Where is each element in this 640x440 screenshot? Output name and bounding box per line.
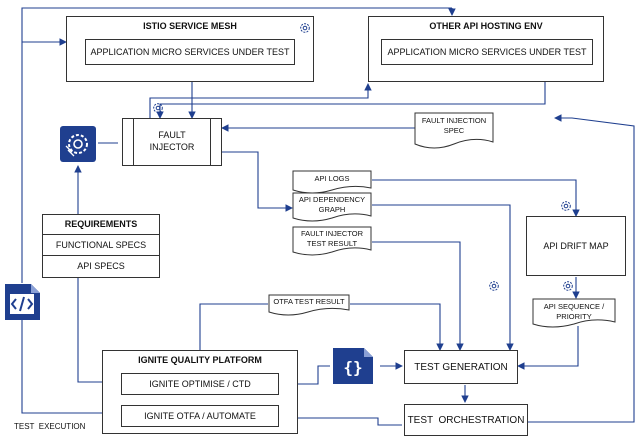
svg-text:{}: {}	[343, 358, 362, 377]
api-sequence-line2: PRIORITY	[556, 311, 592, 321]
gear-icon	[489, 281, 499, 291]
api-drift-map-label: API DRIFT MAP	[543, 240, 609, 251]
api-sequence-line1: API SEQUENCE /	[543, 301, 605, 311]
functional-specs-item: FUNCTIONAL SPECS	[43, 235, 159, 256]
fault-injection-spec-line1: FAULT INJECTION	[421, 115, 487, 125]
istio-title: ISTIO SERVICE MESH	[143, 20, 237, 31]
ignite-title: IGNITE QUALITY PLATFORM	[138, 354, 262, 365]
requirements-box: REQUIREMENTS FUNCTIONAL SPECS API SPECS	[42, 214, 160, 278]
ignite-platform-box: IGNITE QUALITY PLATFORM IGNITE OPTIMISE …	[102, 350, 298, 434]
api-sequence-priority-doc	[532, 298, 616, 328]
other-api-env-box: OTHER API HOSTING ENV APPLICATION MICRO …	[368, 16, 604, 82]
fault-injection-spec-line2: SPEC	[443, 125, 465, 135]
other-env-title: OTHER API HOSTING ENV	[429, 20, 543, 31]
fault-injector-test-result-line1: FAULT INJECTOR	[300, 228, 364, 238]
istio-service-mesh-box: ISTIO SERVICE MESH APPLICATION MICRO SER…	[66, 16, 314, 82]
ignite-optimise-label: IGNITE OPTIMISE / CTD	[149, 378, 251, 389]
gear-shield-icon	[60, 126, 96, 162]
fault-injector-test-result-line2: TEST RESULT	[306, 238, 358, 248]
test-generation-label: TEST GENERATION	[414, 361, 508, 373]
otfa-test-result-doc	[268, 294, 350, 316]
istio-microservices-label: APPLICATION MICRO SERVICES UNDER TEST	[90, 46, 290, 57]
other-env-microservices-box: APPLICATION MICRO SERVICES UNDER TEST	[381, 39, 593, 65]
api-logs-label: API LOGS	[314, 173, 350, 183]
api-drift-map-box: API DRIFT MAP	[526, 216, 626, 276]
test-orchestration-label: TEST ORCHESTRATION	[407, 414, 525, 426]
fault-injector-test-result-doc	[292, 226, 372, 256]
code-file-icon	[5, 284, 40, 320]
other-env-microservices-label: APPLICATION MICRO SERVICES UNDER TEST	[387, 46, 587, 57]
api-dependency-graph-line2: GRAPH	[318, 204, 346, 214]
test-generation-box: TEST GENERATION	[404, 350, 518, 384]
json-file-icon: {}	[333, 348, 373, 384]
ignite-otfa-label: IGNITE OTFA / AUTOMATE	[144, 410, 256, 421]
ignite-optimise-box: IGNITE OPTIMISE / CTD	[121, 373, 279, 395]
fault-injection-spec-doc	[414, 112, 494, 149]
gear-icon	[300, 23, 310, 33]
istio-microservices-box: APPLICATION MICRO SERVICES UNDER TEST	[85, 39, 295, 65]
api-specs-item: API SPECS	[77, 261, 125, 271]
api-dependency-graph-line1: API DEPENDENCY	[298, 194, 366, 204]
gear-icon	[153, 103, 163, 113]
requirements-title: REQUIREMENTS	[43, 215, 159, 235]
gear-icon	[563, 281, 573, 291]
fault-injector-line2: INJECTOR	[149, 141, 195, 152]
api-dependency-graph-doc	[292, 192, 372, 222]
otfa-test-result-label: OTFA TEST RESULT	[273, 296, 345, 306]
test-execution-line	[21, 318, 102, 414]
fault-injector-line1: FAULT	[158, 129, 186, 140]
ignite-otfa-box: IGNITE OTFA / AUTOMATE	[121, 405, 279, 427]
api-logs-doc	[292, 170, 372, 194]
test-orchestration-box: TEST ORCHESTRATION	[404, 404, 528, 436]
gear-icon	[561, 201, 571, 211]
fault-injector-box: FAULT INJECTOR	[122, 118, 222, 166]
test-execution-label: TEST EXECUTION	[14, 421, 86, 431]
